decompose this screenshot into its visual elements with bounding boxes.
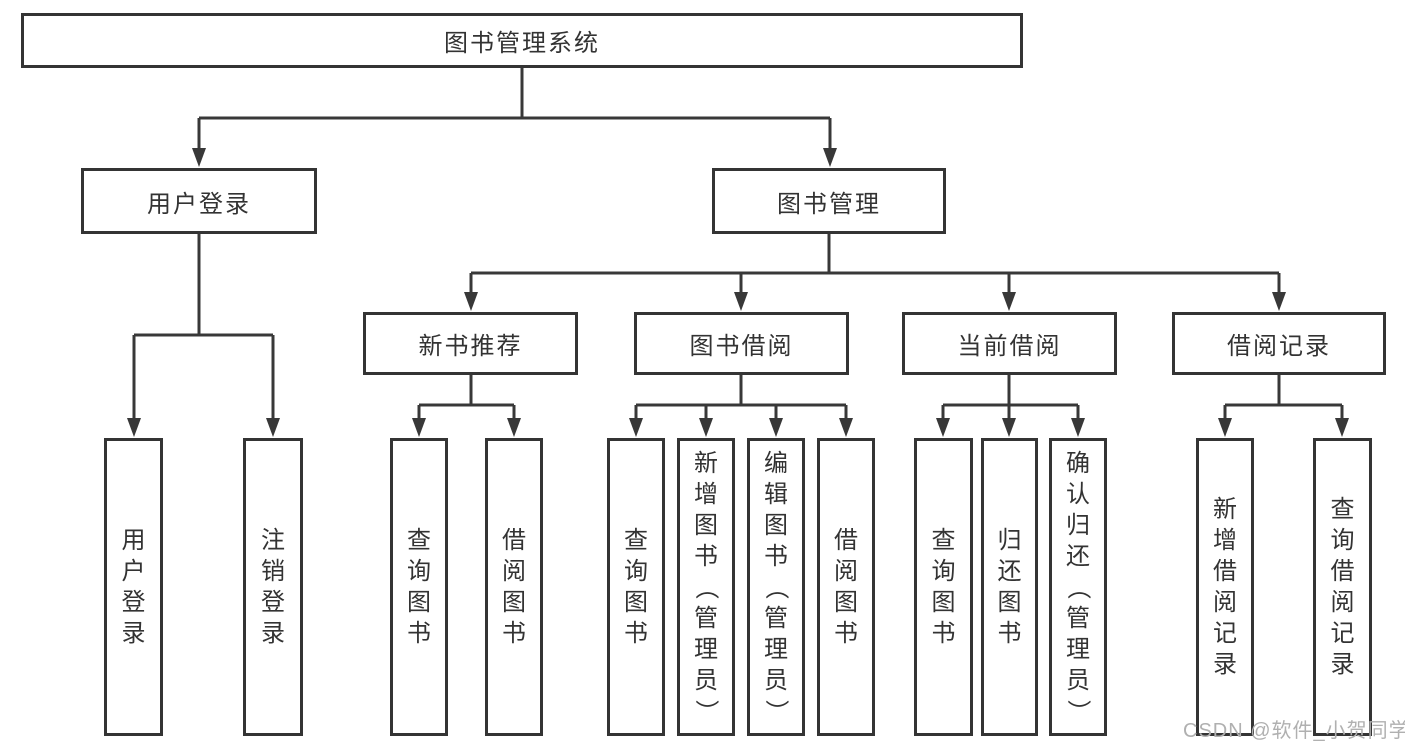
arrow-down-icon — [192, 148, 206, 167]
leaf-current-return-books: 归还图书 — [981, 438, 1038, 736]
arrow-down-icon — [266, 418, 280, 437]
arrow-down-icon — [1002, 418, 1016, 437]
node-current-borrow-label: 当前借阅 — [957, 333, 1062, 360]
leaf-borrow-edit-books-admin-label: 编辑图书（管理员） — [762, 449, 790, 724]
leaf-borrow-edit-books-admin: 编辑图书（管理员） — [747, 438, 805, 736]
leaf-borrow-borrow-books: 借阅图书 — [817, 438, 875, 736]
leaf-borrow-add-books-admin-label: 新增图书（管理员） — [692, 449, 720, 724]
arrow-down-icon — [1272, 292, 1286, 311]
node-borrow-records-label: 借阅记录 — [1227, 333, 1331, 360]
leaf-current-return-books-label: 归还图书 — [997, 527, 1022, 647]
leaf-newbook-borrow-books-label: 借阅图书 — [502, 527, 526, 647]
arrow-down-icon — [769, 418, 783, 437]
connector-root-to-level2 — [197, 68, 832, 150]
arrow-down-icon — [699, 418, 713, 437]
leaf-records-add-record: 新增借阅记录 — [1196, 438, 1254, 736]
connector-book-management-branch — [469, 233, 1281, 294]
node-new-book-recommend: 新书推荐 — [363, 312, 578, 375]
connector-borrow-records-branch — [1223, 375, 1344, 420]
arrowheads — [127, 148, 1349, 437]
leaf-borrow-borrow-books-label: 借阅图书 — [834, 527, 858, 647]
leaf-current-query-books: 查询图书 — [914, 438, 973, 736]
arrow-down-icon — [464, 292, 478, 311]
node-book-borrow: 图书借阅 — [634, 312, 849, 375]
leaf-user-login: 用户登录 — [104, 438, 163, 736]
arrow-down-icon — [629, 418, 643, 437]
watermark: CSDN @软件_小贺同学 — [1183, 720, 1405, 742]
leaf-newbook-query-books-label: 查询图书 — [407, 527, 431, 647]
leaf-logout: 注销登录 — [243, 438, 303, 736]
connector-current-borrow-branch — [941, 375, 1080, 420]
connector-book-borrow-branch — [634, 375, 848, 420]
leaf-records-query-record-label: 查询借阅记录 — [1330, 496, 1355, 678]
node-book-borrow-label: 图书借阅 — [689, 333, 794, 360]
leaf-logout-label: 注销登录 — [261, 527, 285, 647]
connector-new-book-branch — [417, 375, 516, 420]
leaf-borrow-query-books-label: 查询图书 — [624, 527, 648, 647]
node-root: 图书管理系统 — [21, 13, 1023, 68]
node-book-management: 图书管理 — [712, 168, 946, 234]
connector-user-login-branch — [132, 233, 275, 420]
arrow-down-icon — [936, 418, 950, 437]
arrow-down-icon — [1071, 418, 1085, 437]
arrow-down-icon — [1218, 418, 1232, 437]
arrow-down-icon — [839, 418, 853, 437]
leaf-borrow-query-books: 查询图书 — [607, 438, 665, 736]
leaf-records-query-record: 查询借阅记录 — [1313, 438, 1372, 736]
arrow-down-icon — [1002, 292, 1016, 311]
leaf-user-login-label: 用户登录 — [121, 527, 146, 647]
leaf-current-query-books-label: 查询图书 — [931, 527, 956, 647]
arrow-down-icon — [507, 418, 521, 437]
leaf-current-confirm-return-admin: 确认归还（管理员） — [1049, 438, 1107, 736]
node-user-login: 用户登录 — [81, 168, 317, 234]
leaf-borrow-add-books-admin: 新增图书（管理员） — [677, 438, 735, 736]
arrow-down-icon — [412, 418, 426, 437]
leaf-newbook-query-books: 查询图书 — [390, 438, 448, 736]
node-current-borrow: 当前借阅 — [902, 312, 1117, 375]
arrow-down-icon — [127, 418, 141, 437]
node-borrow-records: 借阅记录 — [1172, 312, 1386, 375]
leaf-records-add-record-label: 新增借阅记录 — [1213, 496, 1237, 678]
leaf-newbook-borrow-books: 借阅图书 — [485, 438, 543, 736]
arrow-down-icon — [734, 292, 748, 311]
node-user-login-label: 用户登录 — [147, 190, 251, 218]
connector-paths — [132, 68, 1344, 420]
node-new-book-recommend-label: 新书推荐 — [418, 333, 523, 360]
node-book-management-label: 图书管理 — [777, 190, 881, 218]
node-root-label: 图书管理系统 — [444, 30, 600, 57]
arrow-down-icon — [1335, 418, 1349, 437]
leaf-current-confirm-return-admin-label: 确认归还（管理员） — [1064, 449, 1092, 724]
arrow-down-icon — [823, 148, 837, 167]
